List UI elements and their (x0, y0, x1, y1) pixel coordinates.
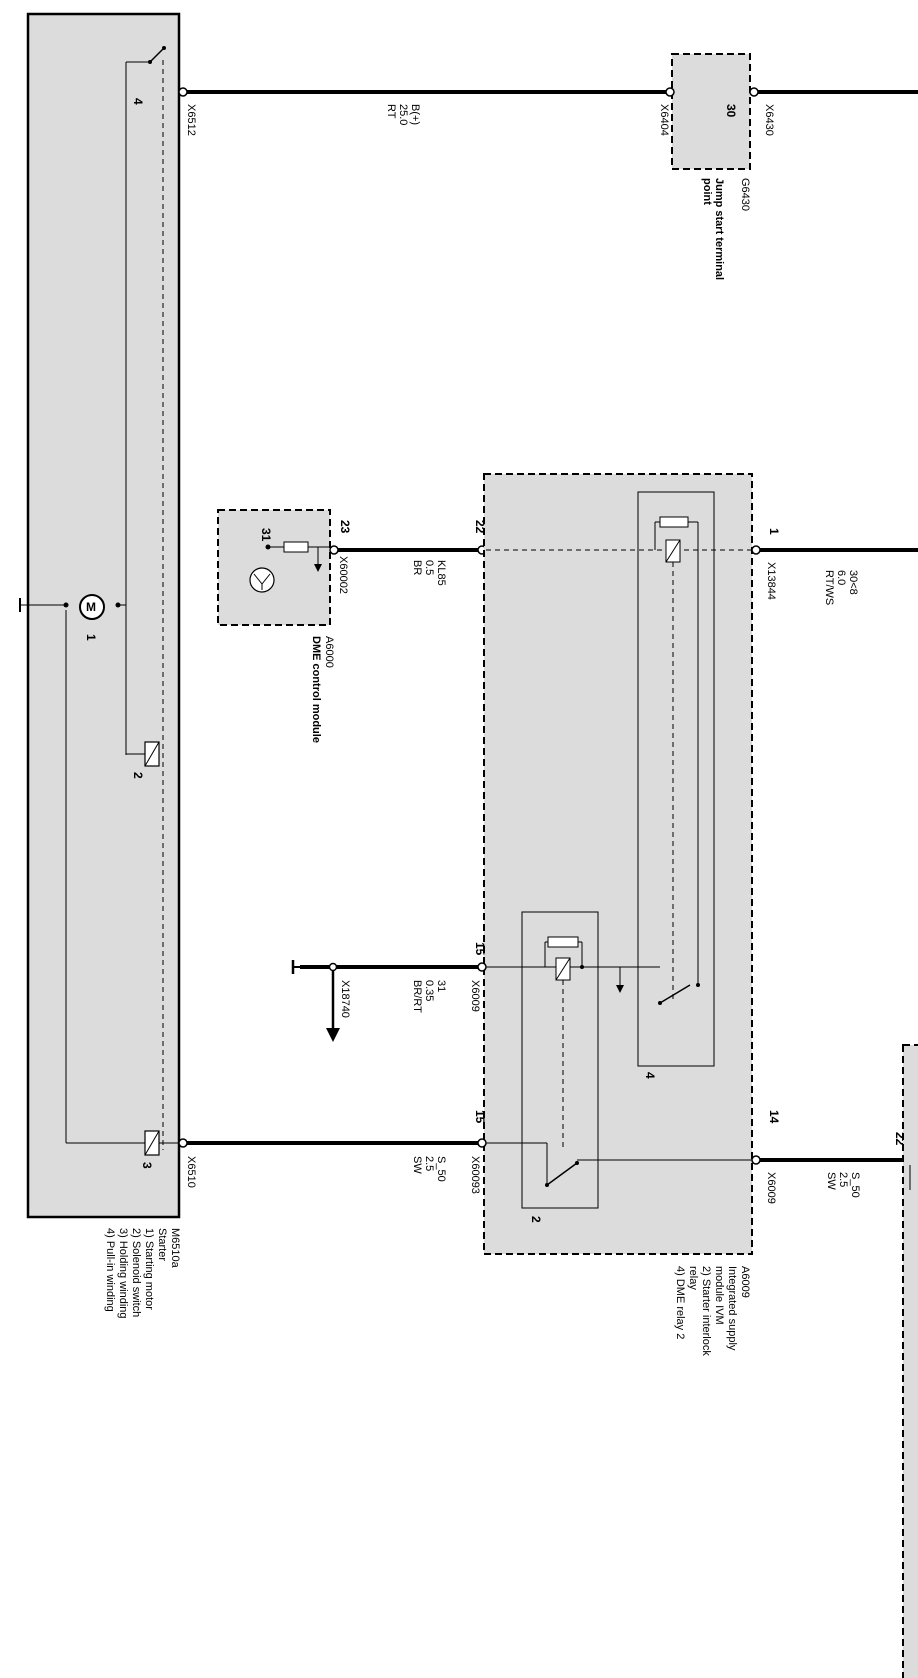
right-partial-module (902, 1044, 918, 1678)
svg-text:S_50: S_50 (849, 1172, 861, 1198)
svg-text:X6510: X6510 (185, 1156, 197, 1188)
svg-text:RT: RT (385, 104, 397, 119)
starter-marker-2: 2 (131, 772, 145, 779)
svg-text:22: 22 (473, 520, 487, 534)
svg-text:BR: BR (411, 560, 423, 575)
svg-text:X6009: X6009 (469, 980, 481, 1012)
starter-legend: M6510a Starter 1) Starting motor 2) Sole… (104, 1228, 181, 1319)
svg-text:14: 14 (767, 1110, 781, 1124)
dme-control-module: 31 23 X60002 A6000 DME control module (217, 509, 352, 743)
svg-text:2.5: 2.5 (423, 1156, 435, 1171)
wire-ground-31: X18740 X6009 31 0.35 BR/RT (291, 960, 487, 1042)
svg-text:point: point (701, 178, 713, 205)
svg-text:23: 23 (338, 520, 352, 534)
svg-text:30: 30 (724, 104, 738, 118)
svg-text:X13844: X13844 (765, 562, 777, 600)
svg-text:X6009: X6009 (765, 1172, 777, 1204)
svg-text:30<8: 30<8 (847, 570, 859, 595)
starter-id: M6510a (169, 1228, 181, 1269)
starter-module: M 4 1 2 3 (19, 12, 181, 1219)
svg-text:15: 15 (473, 942, 487, 956)
starter-legend-4: 4) Pull-in winding (104, 1228, 116, 1312)
svg-text:DME control module: DME control module (310, 636, 322, 743)
svg-text:6.0: 6.0 (835, 570, 847, 585)
starter-marker-3: 3 (140, 1162, 154, 1169)
svg-text:BR/RT: BR/RT (411, 980, 423, 1013)
svg-text:SW: SW (825, 1172, 837, 1190)
wire-s50-out: X6009 S_50 2.5 SW 22 (751, 1132, 907, 1204)
starter-marker-1: 1 (84, 634, 98, 641)
wire-t30: X13844 30<8 6.0 RT/WS (751, 545, 918, 605)
svg-text:1: 1 (767, 528, 781, 535)
svg-text:X6404: X6404 (658, 104, 670, 136)
svg-text:B(+): B(+) (409, 104, 421, 125)
svg-text:4: 4 (643, 1072, 657, 1079)
svg-text:S_50: S_50 (435, 1156, 447, 1182)
wire-kl85: KL85 0.5 BR (329, 545, 487, 586)
svg-text:relay: relay (687, 1266, 699, 1290)
svg-text:2.5: 2.5 (837, 1172, 849, 1187)
svg-text:0.5: 0.5 (423, 560, 435, 575)
svg-text:SW: SW (411, 1156, 423, 1174)
starter-legend-2: 2) Solenoid switch (130, 1228, 142, 1317)
svg-text:X60002: X60002 (337, 556, 349, 594)
svg-text:25.0: 25.0 (397, 104, 409, 125)
svg-text:RT/WS: RT/WS (823, 570, 835, 605)
svg-text:X18740: X18740 (339, 980, 351, 1018)
svg-text:module IVM: module IVM (713, 1266, 725, 1325)
starter-legend-1: 1) Starting motor (143, 1228, 155, 1310)
wire-b-plus: X6512 B(+) 25.0 RT (178, 87, 918, 136)
svg-text:X6512: X6512 (185, 104, 197, 136)
wire-s50-in: X6510 X60093 S_50 2.5 SW (178, 1138, 487, 1194)
svg-text:A6009: A6009 (739, 1266, 751, 1298)
svg-text:0.35: 0.35 (423, 980, 435, 1001)
starter-title: Starter (156, 1228, 168, 1261)
svg-text:2) Starter interlock: 2) Starter interlock (700, 1266, 712, 1356)
svg-text:15: 15 (473, 1110, 487, 1124)
svg-text:KL85: KL85 (435, 560, 447, 586)
svg-text:31: 31 (259, 528, 273, 542)
svg-text:G6430: G6430 (739, 178, 751, 211)
starter-legend-3: 3) Holding winding (117, 1228, 129, 1319)
ivm-module: 22 1 15 15 14 4 (473, 473, 781, 1356)
jump-start-terminal: 30 X6404 X6430 G6430 Jump start terminal… (658, 53, 775, 280)
svg-text:X60093: X60093 (469, 1156, 481, 1194)
svg-text:2: 2 (529, 1216, 543, 1223)
svg-text:X6430: X6430 (763, 104, 775, 136)
starter-marker-4: 4 (131, 98, 145, 105)
svg-text:A6000: A6000 (323, 636, 335, 668)
svg-text:M: M (86, 600, 96, 614)
svg-text:Integrated supply: Integrated supply (726, 1266, 738, 1351)
svg-text:31: 31 (435, 980, 447, 992)
svg-text:Jump start terminal: Jump start terminal (713, 178, 725, 280)
svg-text:4) DME relay 2: 4) DME relay 2 (674, 1266, 686, 1339)
